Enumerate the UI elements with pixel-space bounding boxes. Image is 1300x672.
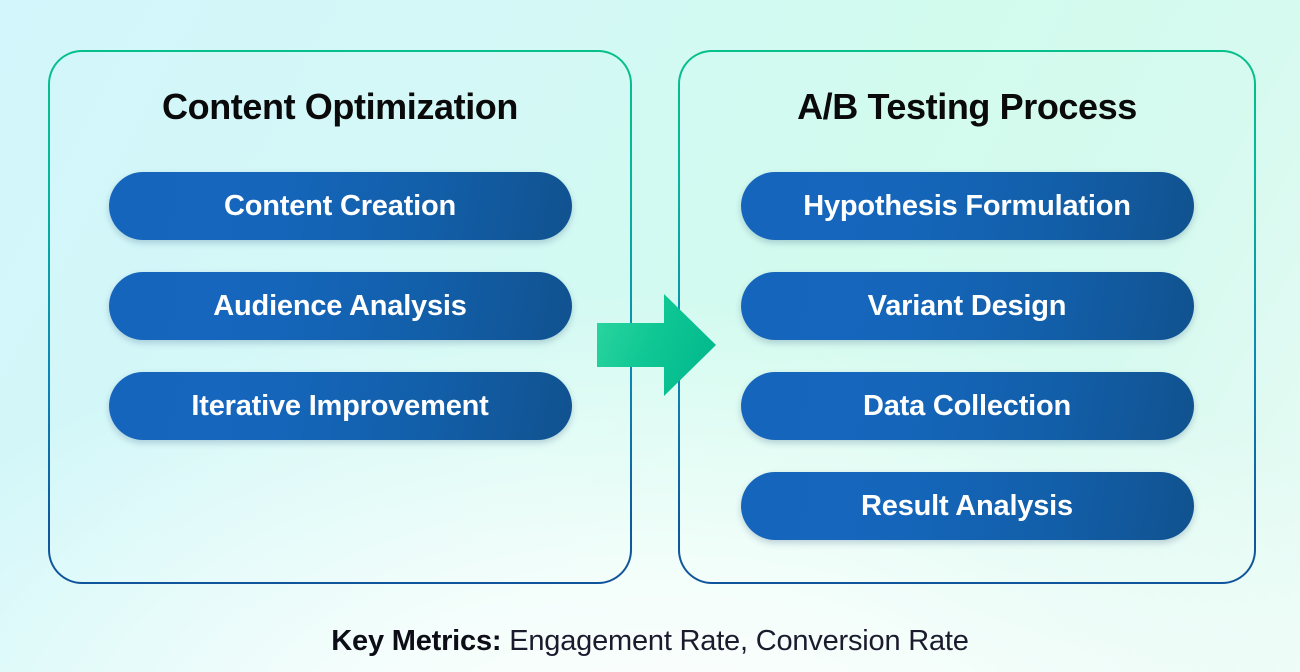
key-metrics-caption: Key Metrics: Engagement Rate, Conversion…: [0, 625, 1300, 658]
step-item-data-collection[interactable]: Data Collection: [740, 372, 1194, 440]
panel-content-optimization-body: Content Optimization Content Creation Au…: [48, 50, 632, 584]
panel-ab-testing-process-body: A/B Testing Process Hypothesis Formulati…: [678, 50, 1256, 584]
step-item-content-creation[interactable]: Content Creation: [108, 172, 572, 240]
key-metrics-value: Engagement Rate, Conversion Rate: [501, 625, 969, 657]
step-item-iterative-improvement[interactable]: Iterative Improvement: [108, 372, 572, 440]
step-item-variant-design[interactable]: Variant Design: [740, 272, 1194, 340]
step-item-audience-analysis[interactable]: Audience Analysis: [108, 272, 572, 340]
panel-title-content-optimization: Content Optimization: [162, 86, 518, 127]
step-item-hypothesis-formulation[interactable]: Hypothesis Formulation: [740, 172, 1194, 240]
panel-ab-testing-process: A/B Testing Process Hypothesis Formulati…: [678, 50, 1256, 584]
panel-content-optimization: Content Optimization Content Creation Au…: [48, 50, 632, 584]
arrow-right-icon: [597, 294, 716, 396]
step-item-result-analysis[interactable]: Result Analysis: [740, 472, 1194, 540]
panel-title-ab-testing-process: A/B Testing Process: [797, 86, 1137, 127]
step-list-content-optimization: Content Creation Audience Analysis Itera…: [48, 172, 632, 472]
key-metrics-label: Key Metrics:: [331, 625, 502, 657]
step-list-ab-testing-process: Hypothesis Formulation Variant Design Da…: [678, 172, 1256, 572]
